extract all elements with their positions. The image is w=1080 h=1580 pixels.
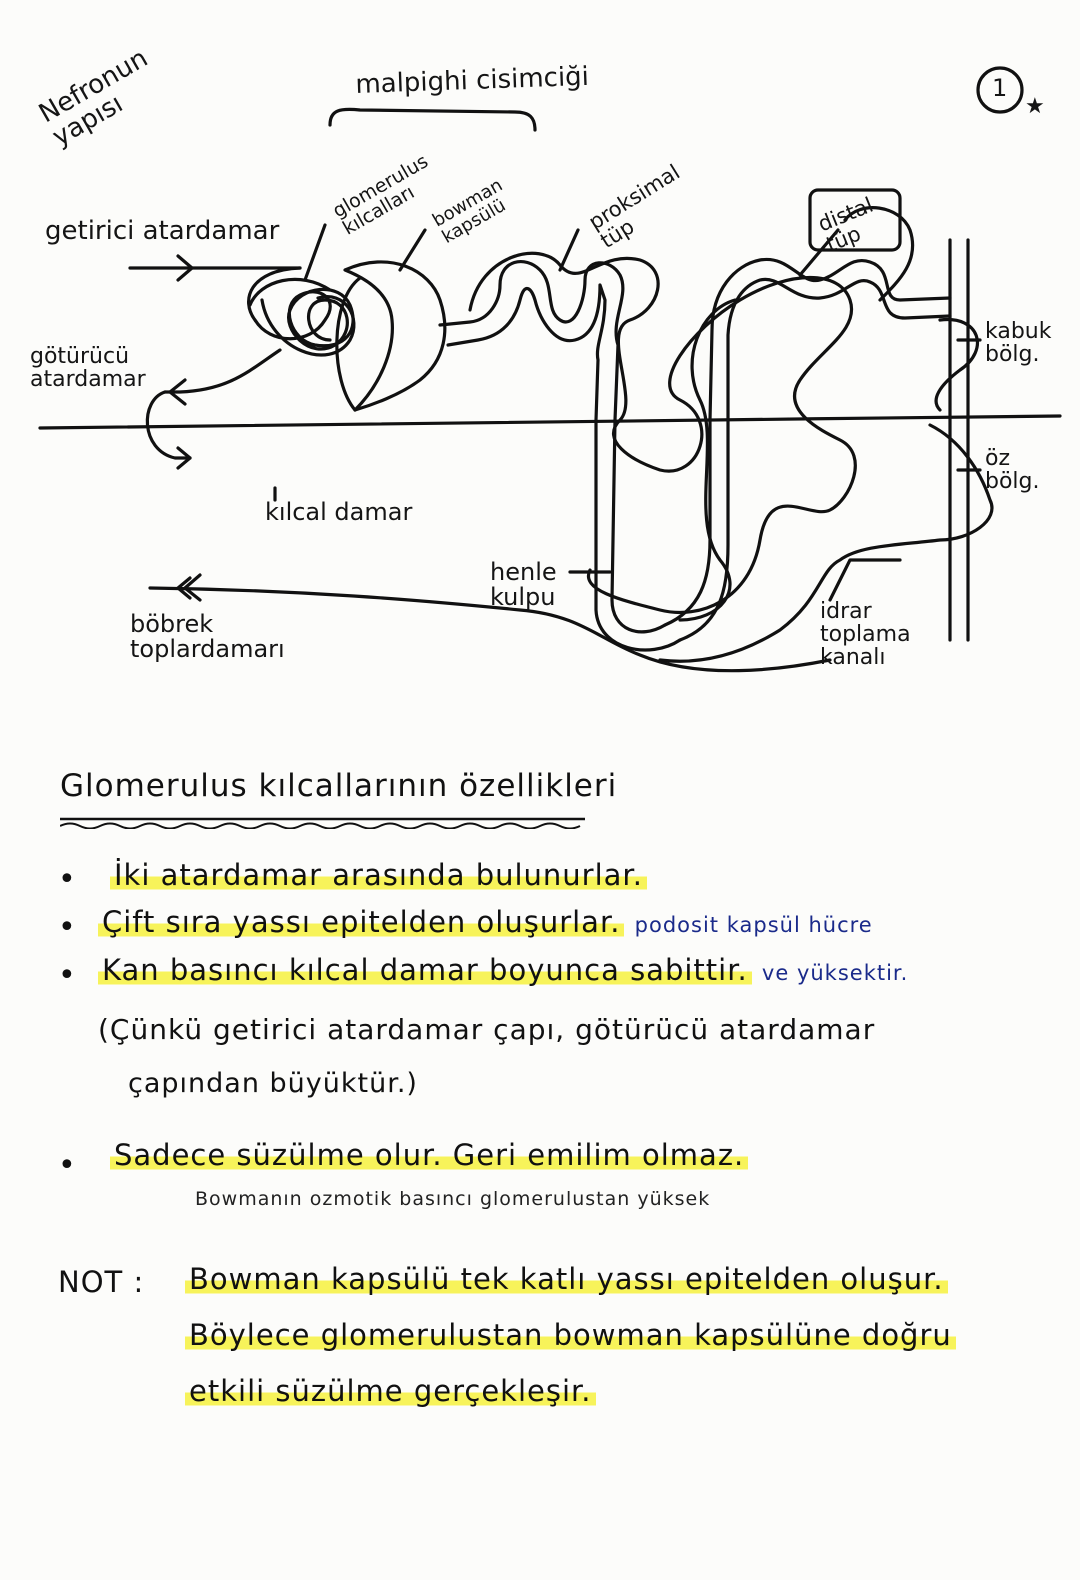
- bullet-1: İki atardamar arasında bulunurlar.: [110, 858, 647, 892]
- note-line-2-text: Böylece glomerulustan bowman kapsülüne d…: [185, 1318, 956, 1352]
- bullet-4: Sadece süzülme olur. Geri emilim olmaz.: [110, 1138, 749, 1172]
- note-line-2: Böylece glomerulustan bowman kapsülüne d…: [185, 1318, 956, 1352]
- note-label: NOT :: [58, 1265, 145, 1299]
- bullet-3-extra: ve yüksektir.: [761, 961, 909, 985]
- peritubular-capillary: [468, 251, 857, 615]
- page-number: 1: [992, 74, 1008, 102]
- bullet-2-text: Çift sıra yassı epitelden oluşurlar.: [98, 905, 625, 939]
- star-icon: ★: [1025, 94, 1045, 119]
- bullet-3-reason-cont: çapından büyüktür.): [128, 1068, 418, 1099]
- bowman-capsule: [343, 260, 447, 412]
- bullet-4-text: Sadece süzülme olur. Geri emilim olmaz.: [110, 1138, 749, 1172]
- label-bobrek: böbrek toplardamarı: [130, 610, 285, 664]
- heading-underline: [60, 817, 585, 829]
- label-getirici: getirici atardamar: [45, 216, 280, 246]
- proximal-tubule: [438, 260, 667, 634]
- note-line-3: etkili süzülme gerçekleşir.: [185, 1374, 596, 1408]
- label-idrar: idrar toplama kanalı: [820, 599, 911, 671]
- bullet-3-text: Kan basıncı kılcal damar boyunca sabitti…: [98, 953, 752, 987]
- bullet-dot: •: [58, 862, 76, 897]
- bullet-3: Kan basıncı kılcal damar boyunca sabitti…: [98, 953, 908, 987]
- malpighi-bracket: [328, 107, 537, 132]
- bullet-4-sub: Bowmanın ozmotik basıncı glomerulustan y…: [195, 1188, 711, 1210]
- renal-vein: [148, 586, 832, 673]
- label-kabuk: kabuk bölg.: [985, 319, 1052, 368]
- bullet-1-text: İki atardamar arasında bulunurlar.: [110, 858, 647, 892]
- bullet-2-extra: podosit kapsül hücre: [634, 913, 873, 937]
- note-line-3-text: etkili süzülme gerçekleşir.: [185, 1374, 596, 1408]
- label-goturucu: götürücü atardamar: [30, 344, 146, 393]
- bullet-2: Çift sıra yassı epitelden oluşurlar. pod…: [98, 905, 873, 939]
- note-line-1-text: Bowman kapsülü tek katlı yassı epitelden…: [185, 1262, 948, 1296]
- distal-tubule: [663, 257, 952, 627]
- efferent-arteriole: [163, 348, 282, 394]
- page-number-circle: [976, 66, 1024, 114]
- bullet-3-reason: (Çünkü getirici atardamar çapı, götürücü…: [98, 1013, 876, 1046]
- label-henle: henle kulpu: [490, 558, 557, 612]
- nephron-diagram: [38, 66, 1062, 673]
- cortex-medulla-boundary: [38, 414, 1062, 430]
- label-oz: öz bölg.: [985, 446, 1040, 495]
- label-kilcal: kılcal damar: [265, 498, 413, 526]
- bullet-dot: •: [58, 910, 76, 945]
- notes-heading: Glomerulus kılcallarının özellikleri: [60, 768, 618, 804]
- bullet-dot: •: [58, 1148, 76, 1183]
- note-line-1: Bowman kapsülü tek katlı yassı epitelden…: [185, 1262, 948, 1296]
- bullet-dot: •: [58, 958, 76, 993]
